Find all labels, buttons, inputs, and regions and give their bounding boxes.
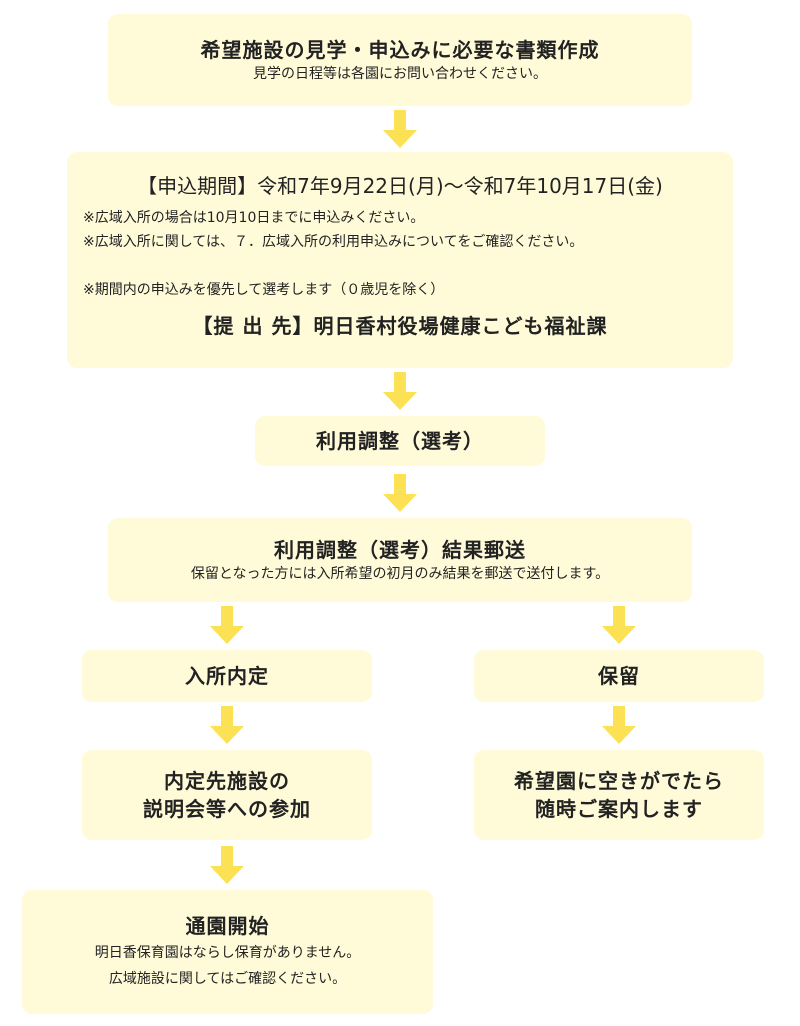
step-subtitle: 保留となった方には入所希望の初月のみ結果を郵送で送付します。: [190, 566, 610, 582]
step-title: 希望施設の見学・申込みに必要な書類作成: [200, 38, 600, 62]
step-subtitle: 見学の日程等は各園にお問い合わせください。: [253, 66, 547, 82]
step-result-mailing: 利用調整（選考）結果郵送 保留となった方には入所希望の初月のみ結果を郵送で送付し…: [108, 518, 692, 602]
step-subtitle: 広域施設に関してはご確認ください。: [108, 971, 347, 987]
step-title: 随時ご案内します: [535, 797, 703, 821]
note: ※広域入所に関しては、７．広域入所の利用申込みについてをご確認ください。: [83, 234, 584, 250]
step-on-hold: 保留: [474, 650, 764, 702]
step-title: 利用調整（選考）: [316, 429, 484, 453]
submission-destination: 【提 出 先】明日香村役場健康こども福祉課: [192, 314, 608, 338]
step-title: 通園開始: [185, 914, 270, 938]
step-title: 説明会等への参加: [143, 797, 311, 821]
step-title: 利用調整（選考）結果郵送: [274, 538, 526, 562]
application-period: 【申込期間】令和7年9月22日(月)～令和7年10月17日(金): [137, 174, 663, 198]
step-subtitle: 明日香保育園はならし保育がありません。: [94, 945, 361, 961]
step-orientation: 内定先施設の 説明会等への参加: [82, 750, 372, 840]
step-adjustment: 利用調整（選考）: [255, 416, 545, 466]
note: ※広域入所の場合は10月10日までに申込みください。: [83, 210, 425, 226]
arrow-down-icon: [383, 372, 417, 410]
step-application-period: 【申込期間】令和7年9月22日(月)～令和7年10月17日(金) ※広域入所の場…: [67, 152, 733, 368]
step-title: 希望園に空きがでたら: [514, 769, 724, 793]
note: ※期間内の申込みを優先して選考します（０歳児を除く）: [83, 282, 445, 298]
arrow-down-icon: [210, 846, 244, 884]
step-waiting: 希望園に空きがでたら 随時ご案内します: [474, 750, 764, 840]
arrow-down-icon: [602, 706, 636, 744]
step-document-preparation: 希望施設の見学・申込みに必要な書類作成 見学の日程等は各園にお問い合わせください…: [108, 14, 692, 106]
arrow-down-icon: [383, 474, 417, 512]
arrow-down-icon: [210, 706, 244, 744]
arrow-down-icon: [210, 606, 244, 644]
step-title: 入所内定: [185, 664, 269, 688]
step-title: 内定先施設の: [164, 769, 290, 793]
step-start-attendance: 通園開始 明日香保育園はならし保育がありません。 広域施設に関してはご確認くださ…: [22, 890, 433, 1014]
arrow-down-icon: [602, 606, 636, 644]
step-title: 保留: [598, 664, 640, 688]
arrow-down-icon: [383, 110, 417, 148]
step-admission-decided: 入所内定: [82, 650, 372, 702]
